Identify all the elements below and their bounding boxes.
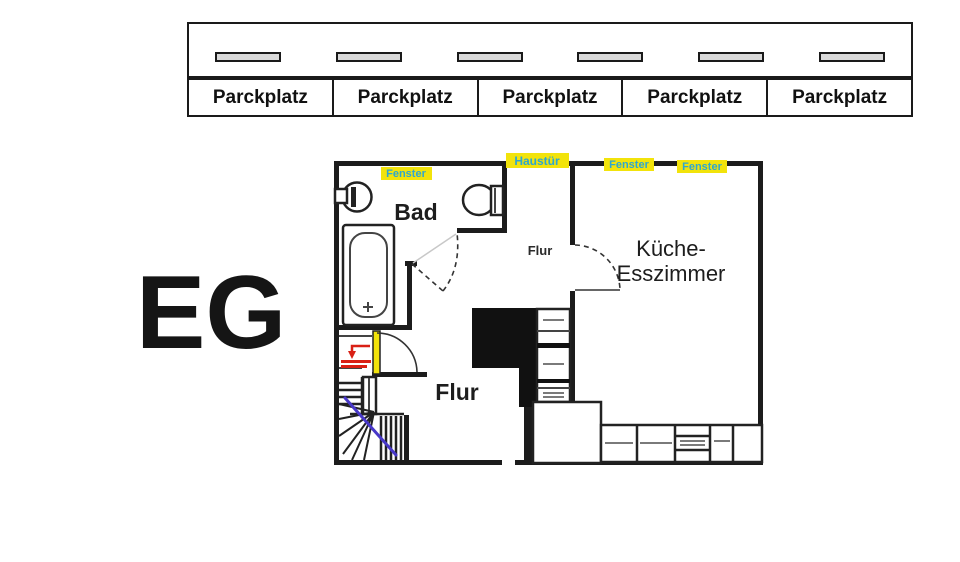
lane-marking xyxy=(335,52,402,62)
floor-label: EG xyxy=(136,255,287,371)
window-highlight xyxy=(604,158,654,171)
room-label-kitchen-2: Esszimmer xyxy=(617,261,726,286)
parking-stall-label: Parckplatz xyxy=(792,86,888,108)
lane-marking xyxy=(698,52,765,62)
lane-marking xyxy=(456,52,523,62)
opening-labels: Fenster Haustür Fenster Fenster xyxy=(381,153,727,180)
window-label-bathroom: Fenster xyxy=(386,168,426,180)
parking-stalls: Parckplatz Parckplatz Parckplatz Parckpl… xyxy=(187,78,913,117)
closet-door-arc xyxy=(376,332,418,373)
heater-closet xyxy=(339,330,418,375)
parking-stall-label: Parckplatz xyxy=(212,86,308,108)
parking-stall: Parckplatz xyxy=(334,80,479,115)
parking-stall: Parckplatz xyxy=(479,80,624,115)
stove-icon xyxy=(531,400,603,465)
parking-stall-label: Parckplatz xyxy=(647,86,743,108)
window-highlight xyxy=(381,167,432,180)
toilet-icon xyxy=(461,183,505,217)
parking-driveway xyxy=(187,22,913,78)
window-label-kitchen-left: Fenster xyxy=(609,159,649,171)
parking-stall-label: Parckplatz xyxy=(357,86,453,108)
parking-stall: Parckplatz xyxy=(189,80,334,115)
room-label-hall-lower: Flur xyxy=(435,379,478,405)
stair-direction-line xyxy=(343,396,398,457)
sink-icon xyxy=(333,181,373,213)
parking-stall: Parckplatz xyxy=(768,80,911,115)
heater-icon xyxy=(341,344,371,368)
lane-marking xyxy=(215,52,281,62)
room-label-bathroom: Bad xyxy=(394,199,437,225)
room-label-kitchen-1: Küche- xyxy=(636,236,706,261)
room-label-hall-upper: Flur xyxy=(528,243,553,258)
kitchen-tall-cabinet-icon xyxy=(535,307,572,404)
lane-marking xyxy=(577,52,644,62)
bathroom-door xyxy=(411,232,459,292)
front-door-highlight xyxy=(506,153,569,168)
bathtub-icon xyxy=(341,223,396,327)
staircase-icon xyxy=(338,375,404,461)
kitchen-cabinets-icon xyxy=(599,423,764,464)
parking-stall: Parckplatz xyxy=(623,80,769,115)
front-door-label: Haustür xyxy=(514,154,560,168)
window-label-kitchen-right: Fenster xyxy=(682,161,722,173)
chimney-block-icon xyxy=(472,308,537,407)
closet-door-leaf xyxy=(372,330,381,375)
floor-plan: Bad Flur Flur Küche- Esszimmer Fenster H… xyxy=(333,153,764,466)
lane-marking xyxy=(818,52,885,62)
bottom-wall-opening xyxy=(502,459,515,466)
kitchen-door xyxy=(574,244,621,291)
window-highlight xyxy=(677,160,727,173)
parking-stall-label: Parckplatz xyxy=(502,86,598,108)
